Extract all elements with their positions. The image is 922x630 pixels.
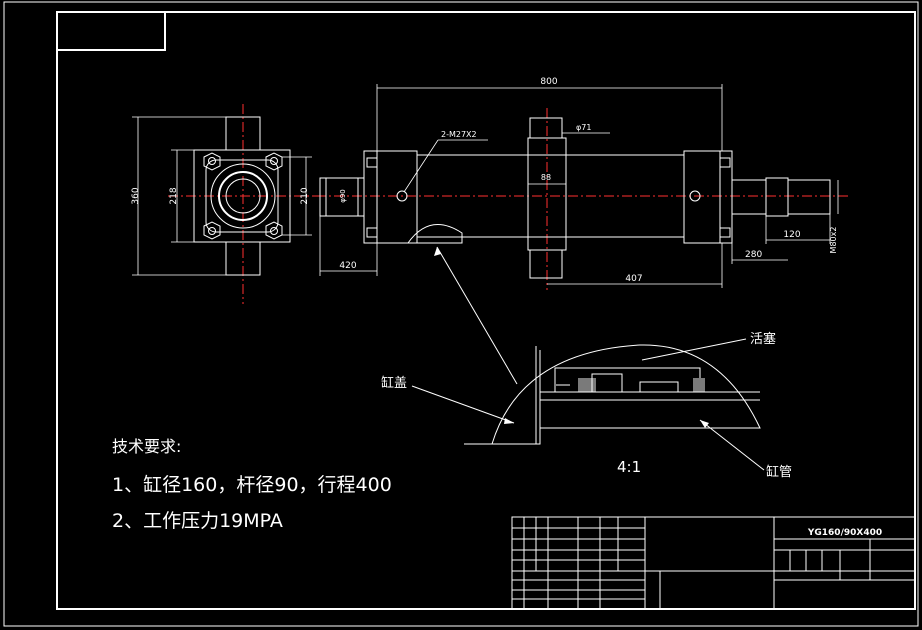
end-view: 360 218 210 [131, 104, 318, 304]
rear-port-stub [319, 177, 365, 217]
label-cylinder-cap: 缸盖 [381, 375, 407, 391]
outer-bore-circle [210, 163, 276, 229]
dim-trunnion-dia: φ71 [576, 123, 591, 132]
notes-line-2: 2、工作压力19MPA [112, 510, 283, 532]
detail-scale: 4:1 [617, 458, 641, 476]
dim-flange-height: 360 [131, 187, 141, 204]
sheet-border [3, 1, 919, 627]
rod-end [787, 179, 831, 215]
bolt-hex-bl [203, 221, 221, 240]
trunnion-pin-top [529, 117, 563, 139]
trunnion-pin-bottom [529, 249, 563, 279]
piston-leader [641, 338, 747, 361]
dim-overall-length: 800 [540, 77, 557, 87]
rod-circle [225, 178, 261, 214]
piston-rod [731, 179, 767, 215]
port-rear [396, 190, 408, 202]
bolt-hex-tl [203, 152, 221, 171]
gland-circle [218, 171, 268, 221]
label-piston: 活塞 [750, 331, 776, 347]
side-view: 800 2-M27X2 φ71 88 φ90 420 407 280 120 M… [316, 77, 848, 290]
rod-nut [765, 177, 789, 217]
dim-rod-thread: M80x2 [829, 227, 838, 254]
port-front [689, 190, 701, 202]
flange-body [205, 159, 279, 233]
square-flange [193, 149, 291, 243]
notes-line-1: 1、缸径160，杆径90，行程400 [112, 474, 392, 496]
notes-title: 技术要求: [112, 437, 181, 456]
tube-leader [699, 419, 765, 471]
breakout-section [407, 224, 463, 244]
dim-left-extension: 420 [339, 261, 356, 271]
dim-bore-small: φ90 [339, 189, 347, 203]
drawing-model-code: YG160/90X400 [807, 528, 882, 538]
dim-trunnion-width: 88 [541, 173, 551, 182]
title-block: YG160/90X400 [511, 516, 916, 610]
bolt-hex-tr [265, 152, 283, 171]
seal-groove-1 [578, 378, 596, 392]
detail-section: 活塞 缸盖 缸管 4:1 [381, 246, 792, 480]
corner-label-box [56, 11, 166, 51]
technical-requirements: 技术要求: 1、缸径160，杆径90，行程400 2、工作压力19MPA [112, 437, 392, 532]
section-shell [491, 344, 761, 445]
front-end-cap [683, 150, 721, 244]
dim-bolt-spacing: 210 [300, 187, 310, 204]
label-cylinder-tube: 缸管 [766, 464, 792, 480]
bolt-ends [366, 157, 731, 238]
dim-rod-end-length: 120 [783, 230, 800, 240]
dim-flange-square: 218 [169, 187, 179, 204]
detail-leader [436, 246, 518, 385]
cap-leader [411, 385, 515, 424]
dim-rod-shoulder: 280 [745, 250, 762, 260]
dim-port-thread: 2-M27X2 [441, 130, 477, 139]
dim-trunnion-to-rod: 407 [625, 274, 642, 284]
rear-bolt-heads [363, 150, 378, 244]
